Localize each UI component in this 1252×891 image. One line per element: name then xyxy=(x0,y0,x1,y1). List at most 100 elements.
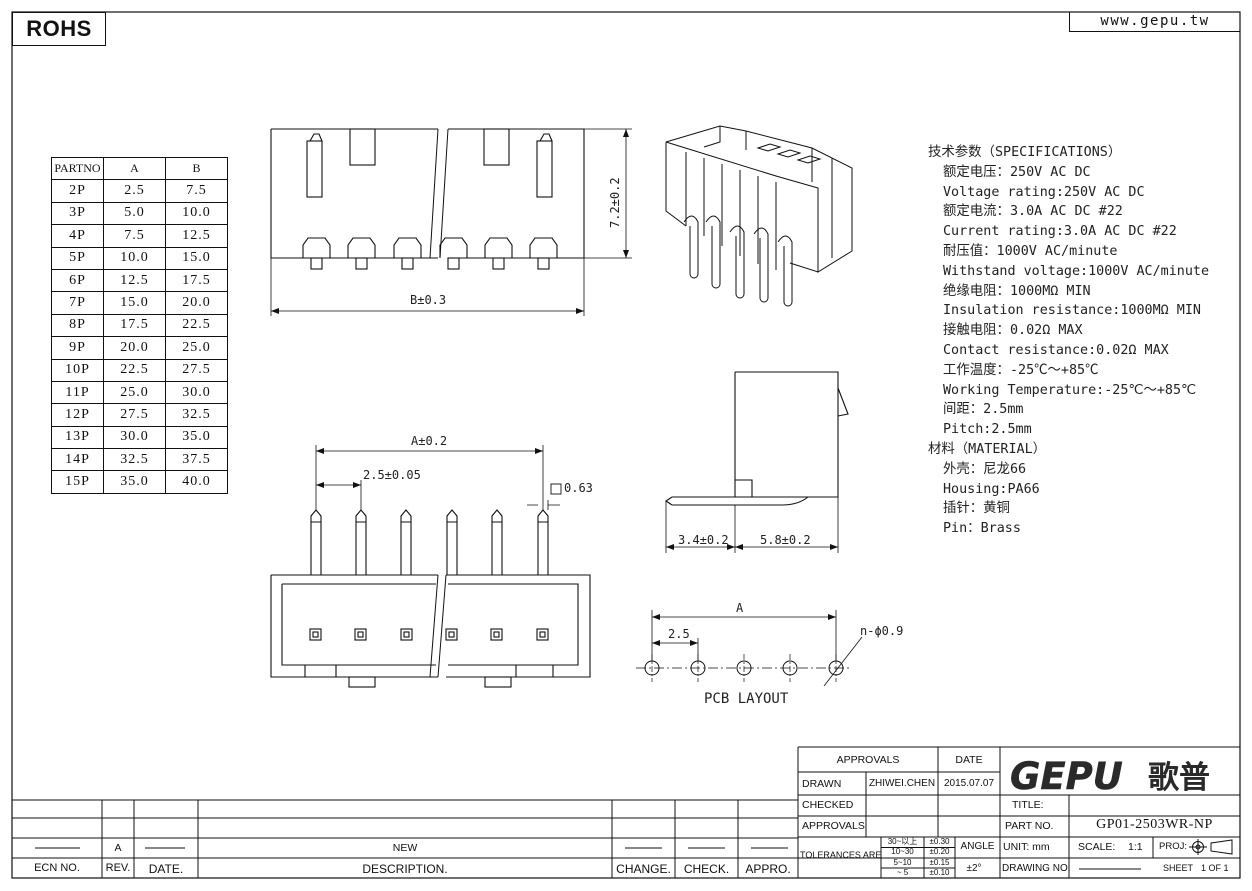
proj-label: PROJ: xyxy=(1159,841,1187,852)
spec-line: Contact resistance:0.02Ω MAX xyxy=(943,342,1169,358)
angle-label: ANGLE xyxy=(960,841,995,852)
a-cell: 35.0 xyxy=(103,470,166,494)
a-cell: 30.0 xyxy=(103,425,166,450)
material-title: 材料（MATERIAL） xyxy=(928,441,1047,457)
partno-cell: 4P xyxy=(51,224,104,248)
check-header: CHECK. xyxy=(683,862,730,876)
checked-label: CHECKED xyxy=(802,799,854,811)
a-cell: 10.0 xyxy=(103,246,166,270)
tol-range: ~ 5 xyxy=(896,868,909,877)
svg-text:歌普: 歌普 xyxy=(1148,760,1210,796)
a-cell: 15.0 xyxy=(103,291,166,315)
rev-value: A xyxy=(114,842,122,854)
a-cell: 25.0 xyxy=(103,380,166,405)
b-cell: 35.0 xyxy=(165,425,228,450)
tolerances-label: TOLERANCES ARE xyxy=(800,850,882,860)
side-view xyxy=(665,371,849,553)
partno-cell: 6P xyxy=(51,268,104,293)
b-cell: 15.0 xyxy=(165,246,228,270)
description-header: DESCRIPTION. xyxy=(362,862,448,876)
spec-line: Voltage rating:250V AC DC xyxy=(943,184,1145,200)
a-cell: 32.5 xyxy=(103,448,166,472)
tol-range: 10~30 xyxy=(891,847,914,856)
pcb-layout-label: PCB LAYOUT xyxy=(704,691,789,707)
b-cell: 30.0 xyxy=(165,380,228,405)
front-view xyxy=(270,128,632,316)
date-header: DATE xyxy=(955,754,983,766)
spec-line: 间距：2.5mm xyxy=(943,402,1024,418)
material-line: 外壳：尼龙66 xyxy=(943,461,1027,477)
spec-line: Pitch:2.5mm xyxy=(943,422,1032,438)
spec-title: 技术参数（SPECIFICATIONS） xyxy=(928,145,1122,160)
material-line: Housing:PA66 xyxy=(943,481,1040,497)
tol-range: 30~以上 xyxy=(887,837,918,846)
spec-line: Current rating:3.0A AC DC #22 xyxy=(943,224,1177,240)
drawing-no-label: DRAWING NO. xyxy=(1002,863,1071,874)
partno-cell: 10P xyxy=(51,358,104,382)
tol-value: ±0.20 xyxy=(929,847,950,856)
rohs-label: ROHS xyxy=(12,12,106,46)
b-cell: 40.0 xyxy=(165,470,228,494)
sheet-label: SHEET xyxy=(1163,863,1194,873)
projection-icon xyxy=(1189,839,1233,855)
ecn-no-header: ECN NO. xyxy=(34,862,80,874)
part-table-header: PARTNO A B xyxy=(51,156,228,181)
b-cell: 12.5 xyxy=(165,224,228,248)
b-cell: 37.5 xyxy=(165,448,228,472)
col-a: A xyxy=(103,156,166,181)
material-line: Pin：Brass xyxy=(943,521,1021,537)
pitch-dim-label: 2.5±0.05 xyxy=(363,468,421,482)
sheet-border xyxy=(11,11,1241,879)
date-col-header: DATE. xyxy=(148,862,184,876)
a-cell: 27.5 xyxy=(103,403,166,427)
partno-cell: 2P xyxy=(51,179,104,203)
approvals-label: APPROVALS xyxy=(802,820,865,832)
a-cell: 7.5 xyxy=(103,224,166,248)
description-value: NEW xyxy=(392,842,418,854)
spec-line: 额定电流：3.0A AC DC #22 xyxy=(943,204,1123,220)
a-cell: 22.5 xyxy=(103,358,166,382)
partno-cell: 14P xyxy=(51,448,104,472)
partno-cell: 3P xyxy=(51,201,104,226)
part-no-label: PART NO. xyxy=(1005,820,1054,832)
partno-cell: 5P xyxy=(51,246,104,270)
tol-range: 5~10 xyxy=(893,857,912,867)
b-width-dim-label: B±0.3 xyxy=(410,293,447,307)
drawn-name: ZHIWEI.CHEN xyxy=(868,778,936,789)
gepu-logo: GEPU 歌普 xyxy=(1010,755,1210,799)
height-dim-label: 7.2±0.2 xyxy=(608,177,622,228)
appro-header: APPRO. xyxy=(745,862,791,876)
spec-line: 接触电阻：0.02Ω MAX xyxy=(943,323,1083,339)
title-label: TITLE: xyxy=(1012,799,1044,811)
a-cell: 20.0 xyxy=(103,336,166,360)
pin-size-dim-label: 0.63 xyxy=(564,481,593,495)
isometric-view xyxy=(665,125,853,307)
partno-cell: 13P xyxy=(51,425,104,450)
partno-cell: 9P xyxy=(51,336,104,360)
hole-dim-label: n-ϕ0.9 xyxy=(860,624,904,638)
spec-line: Withstand voltage:1000V AC/minute xyxy=(943,263,1210,279)
unit-label: UNIT: mm xyxy=(1003,841,1050,853)
body-depth-dim-label: 5.8±0.2 xyxy=(760,533,811,547)
title-block-lines xyxy=(12,746,1240,878)
b-cell: 7.5 xyxy=(165,179,228,203)
partno-cell: 11P xyxy=(51,380,104,405)
layout-pitch-dim-label: 2.5 xyxy=(668,627,690,641)
spec-line: Working Temperature:-25℃～+85℃ xyxy=(943,382,1197,398)
drawn-label: DRAWN xyxy=(802,778,842,790)
spec-line: 耐压值：1000V AC/minute xyxy=(943,243,1118,259)
material-line: 插针：黄铜 xyxy=(943,501,1010,517)
b-cell: 25.0 xyxy=(165,336,228,360)
